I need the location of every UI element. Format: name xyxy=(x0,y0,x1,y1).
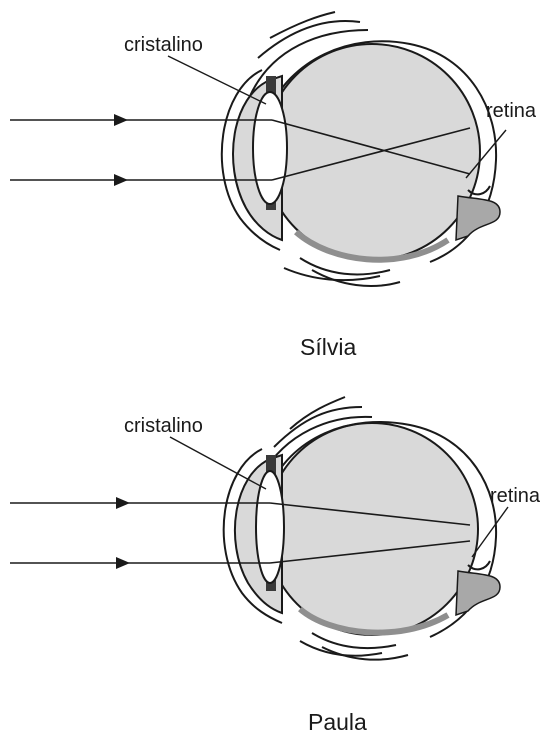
lens-leader-line xyxy=(168,56,266,104)
arrowheads xyxy=(114,114,128,186)
lens-label: cristalino xyxy=(124,415,203,438)
eyeball xyxy=(264,44,480,260)
eyeball xyxy=(266,423,478,635)
eye-drawing xyxy=(0,371,556,742)
retina-label: retina xyxy=(486,100,536,123)
lens xyxy=(256,471,284,583)
caption-paula: Paula xyxy=(308,709,367,736)
lens-leader-line xyxy=(170,437,266,489)
eye-diagram-paula: cristalino retina Paula xyxy=(0,371,556,742)
eye-diagram-silvia: cristalino retina Sílvia xyxy=(0,0,556,371)
eye-drawing xyxy=(0,0,556,371)
caption-silvia: Sílvia xyxy=(300,334,356,361)
optic-nerve xyxy=(456,196,500,240)
optic-nerve xyxy=(456,571,500,615)
lens xyxy=(253,92,287,204)
retina-label: retina xyxy=(490,485,540,508)
lens-label: cristalino xyxy=(124,34,203,57)
arrowheads xyxy=(116,497,130,569)
